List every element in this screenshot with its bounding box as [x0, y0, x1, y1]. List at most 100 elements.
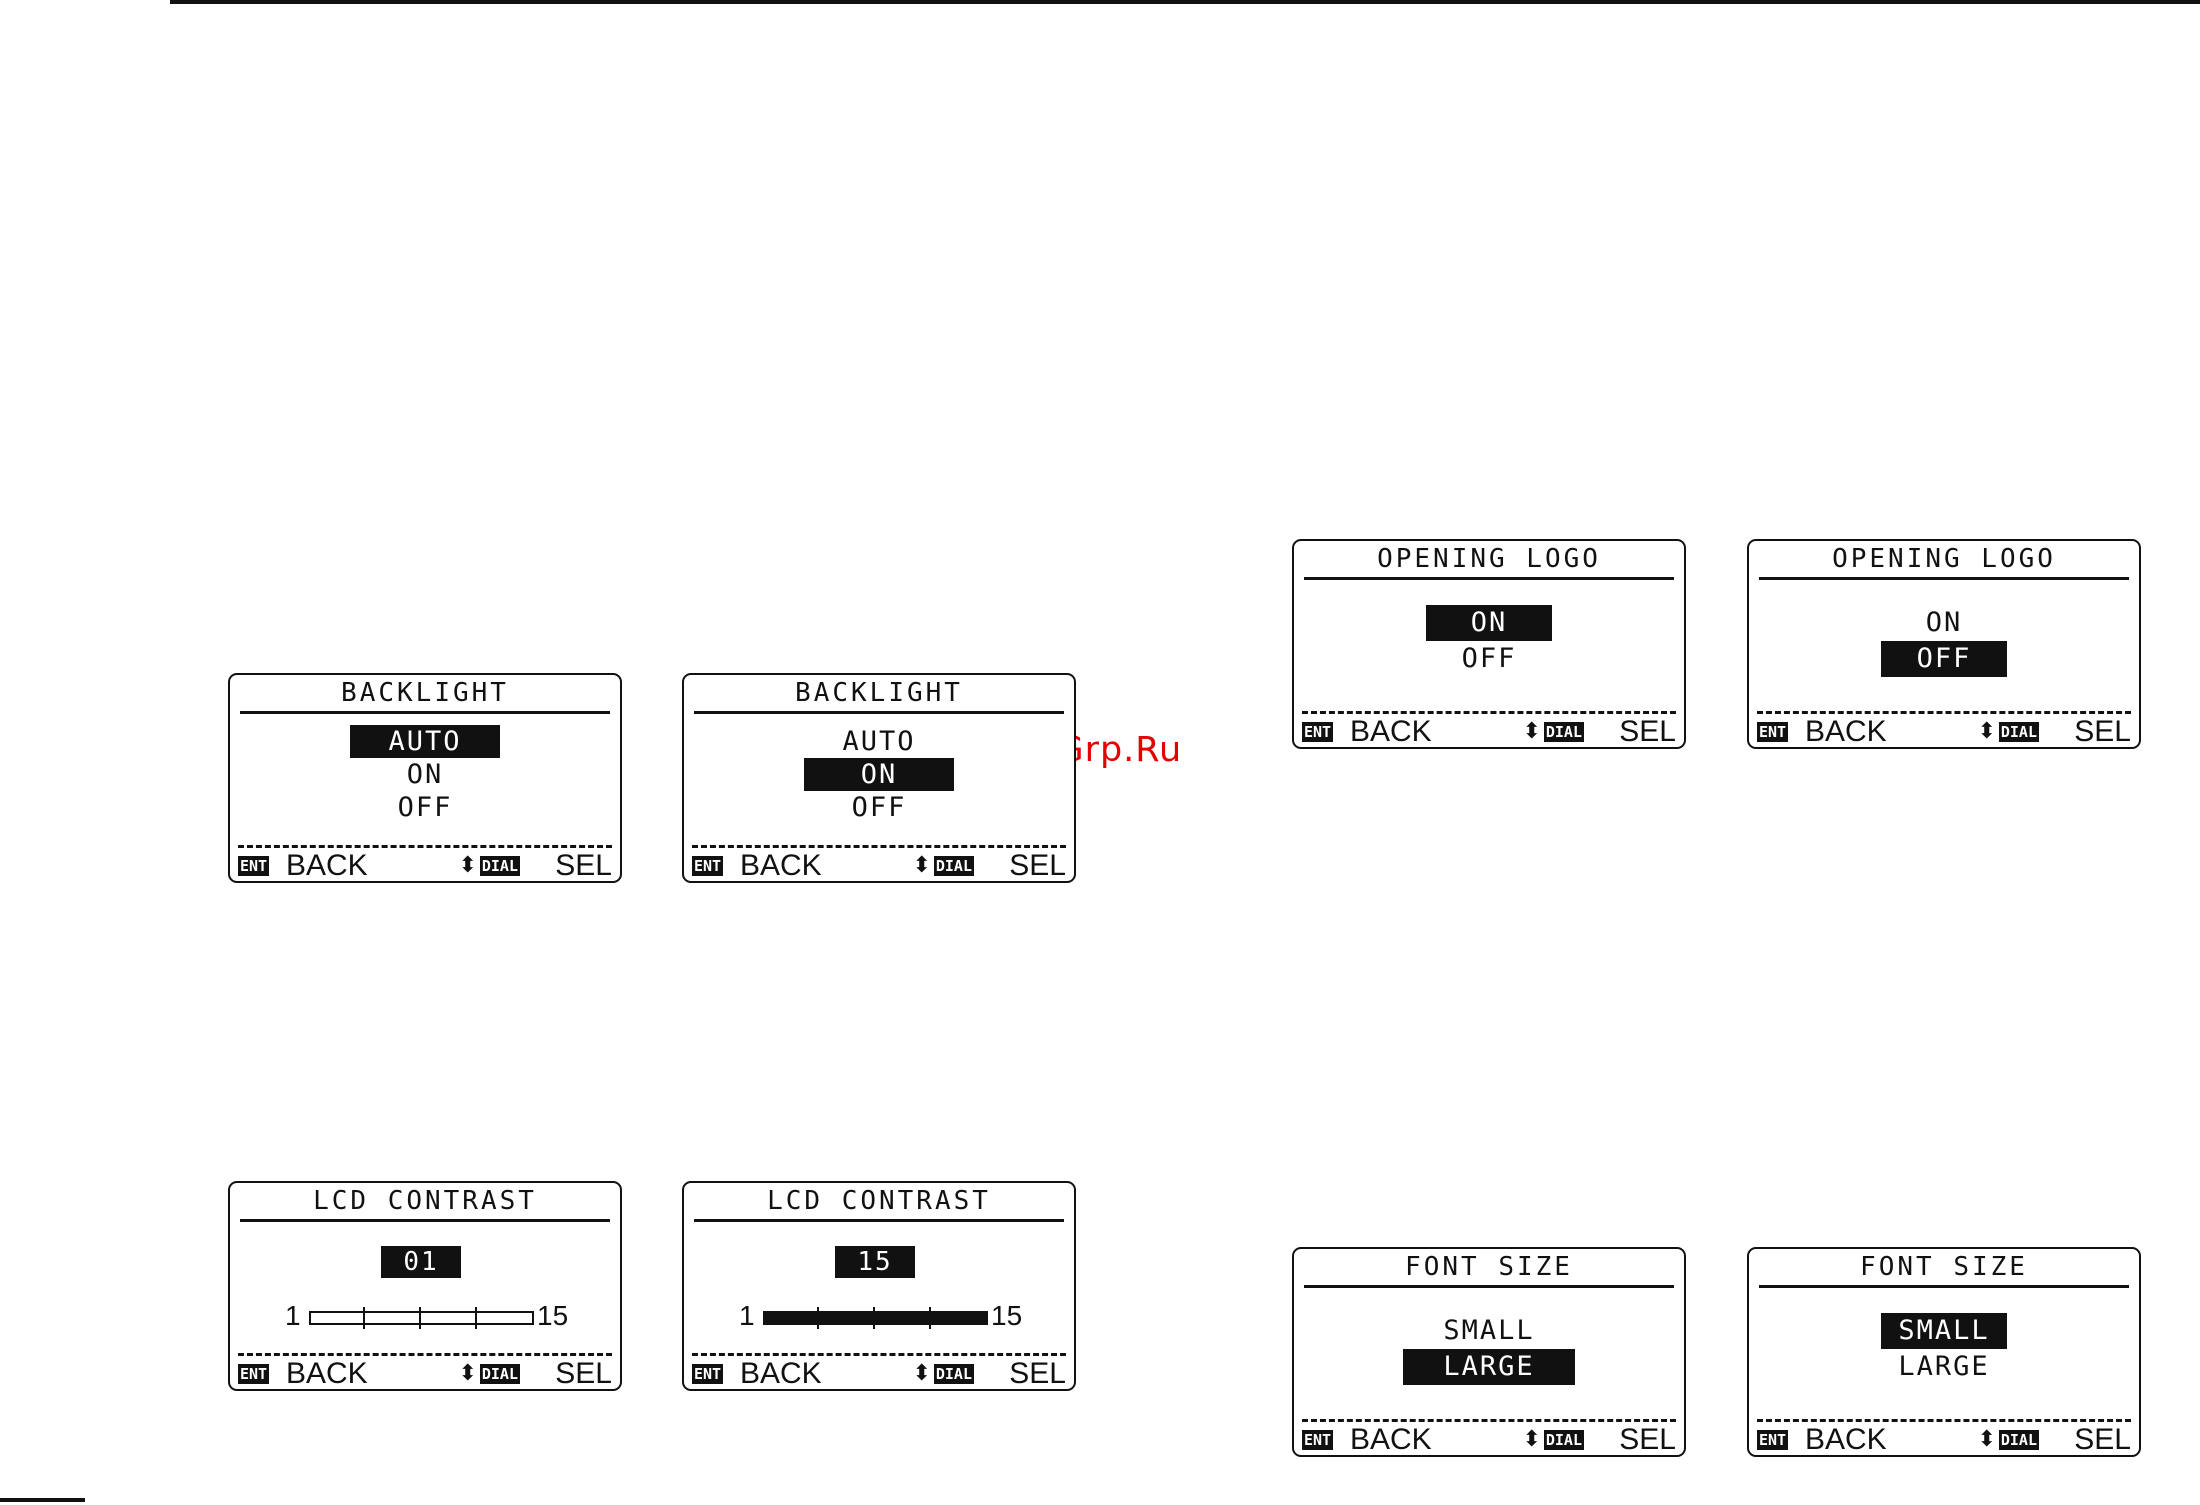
- page-corner-mark: [0, 1498, 85, 1502]
- bar-tick: [929, 1307, 931, 1329]
- contrast-min-screen: LCD CONTRAST 01 1 15 ENT BACK ⬍ DIAL SEL: [228, 1181, 622, 1391]
- contrast-max-screen: LCD CONTRAST 15 1 15 ENT BACK ⬍ DIAL SEL: [682, 1181, 1076, 1391]
- dial-key-icon: DIAL: [933, 856, 974, 876]
- scale-max-label: 15: [537, 1300, 569, 1331]
- dial-key-icon: DIAL: [1543, 722, 1584, 742]
- scale-min-label: 1: [285, 1300, 301, 1331]
- screen-title: FONT SIZE: [1759, 1249, 2129, 1288]
- ent-key-icon: ENT: [1757, 1430, 1789, 1450]
- screen-title: LCD CONTRAST: [694, 1183, 1064, 1222]
- back-softkey[interactable]: BACK: [1805, 1423, 1887, 1456]
- up-down-arrow-icon: ⬍: [1977, 1427, 1996, 1452]
- dial-key-icon: DIAL: [479, 1364, 520, 1384]
- up-down-arrow-icon: ⬍: [1522, 719, 1541, 744]
- select-softkey[interactable]: SEL: [555, 849, 612, 882]
- contrast-bar-fill: [765, 1313, 986, 1323]
- dial-key-icon: DIAL: [1543, 1430, 1584, 1450]
- top-rule: [170, 0, 2200, 4]
- softkey-footer: ENT BACK ⬍ DIAL SEL: [1757, 1419, 2131, 1458]
- select-softkey[interactable]: SEL: [1619, 715, 1676, 748]
- option-large[interactable]: LARGE: [1898, 1351, 1990, 1382]
- softkey-footer: ENT BACK ⬍ DIAL SEL: [1302, 711, 1676, 750]
- dial-key-icon: DIAL: [933, 1364, 974, 1384]
- select-softkey[interactable]: SEL: [2074, 1423, 2131, 1456]
- up-down-arrow-icon: ⬍: [458, 853, 477, 878]
- screen-title: OPENING LOGO: [1304, 541, 1674, 580]
- select-softkey[interactable]: SEL: [1009, 1357, 1066, 1390]
- back-softkey[interactable]: BACK: [286, 849, 368, 882]
- option-auto[interactable]: AUTO: [350, 725, 500, 758]
- ent-key-icon: ENT: [1302, 722, 1334, 742]
- softkey-footer: ENT BACK ⬍ DIAL SEL: [692, 845, 1066, 884]
- up-down-arrow-icon: ⬍: [912, 1361, 931, 1386]
- bar-tick: [873, 1307, 875, 1329]
- ent-key-icon: ENT: [1302, 1430, 1334, 1450]
- option-on[interactable]: ON: [1426, 605, 1552, 641]
- backlight-on-screen: BACKLIGHT AUTO ON OFF ENT BACK ⬍ DIAL SE…: [682, 673, 1076, 883]
- backlight-auto-screen: BACKLIGHT AUTO ON OFF ENT BACK ⬍ DIAL SE…: [228, 673, 622, 883]
- contrast-bar[interactable]: [309, 1307, 534, 1329]
- option-off[interactable]: OFF: [851, 792, 907, 823]
- option-small[interactable]: SMALL: [1443, 1315, 1535, 1346]
- option-off[interactable]: OFF: [397, 792, 453, 823]
- option-list: SMALL LARGE: [1294, 1313, 1684, 1385]
- bar-tick: [817, 1307, 819, 1329]
- ent-key-icon: ENT: [692, 1364, 724, 1384]
- logo-off-screen: OPENING LOGO ON OFF ENT BACK ⬍ DIAL SEL: [1747, 539, 2141, 749]
- back-softkey[interactable]: BACK: [740, 849, 822, 882]
- bar-tick: [475, 1307, 477, 1329]
- softkey-footer: ENT BACK ⬍ DIAL SEL: [1757, 711, 2131, 750]
- option-list: SMALL LARGE: [1749, 1313, 2139, 1385]
- softkey-footer: ENT BACK ⬍ DIAL SEL: [238, 1353, 612, 1392]
- ent-key-icon: ENT: [692, 856, 724, 876]
- ent-key-icon: ENT: [1757, 722, 1789, 742]
- contrast-value: 15: [835, 1246, 915, 1278]
- ent-key-icon: ENT: [238, 1364, 270, 1384]
- back-softkey[interactable]: BACK: [1350, 715, 1432, 748]
- option-off[interactable]: OFF: [1881, 641, 2007, 677]
- select-softkey[interactable]: SEL: [555, 1357, 612, 1390]
- up-down-arrow-icon: ⬍: [458, 1361, 477, 1386]
- up-down-arrow-icon: ⬍: [1522, 1427, 1541, 1452]
- softkey-footer: ENT BACK ⬍ DIAL SEL: [238, 845, 612, 884]
- select-softkey[interactable]: SEL: [2074, 715, 2131, 748]
- option-on[interactable]: ON: [1925, 607, 1963, 638]
- font-large-screen: FONT SIZE SMALL LARGE ENT BACK ⬍ DIAL SE…: [1292, 1247, 1686, 1457]
- option-list: ON OFF: [1749, 605, 2139, 677]
- screen-title: BACKLIGHT: [694, 675, 1064, 714]
- back-softkey[interactable]: BACK: [1805, 715, 1887, 748]
- option-large[interactable]: LARGE: [1403, 1349, 1575, 1385]
- option-auto[interactable]: AUTO: [842, 726, 916, 757]
- select-softkey[interactable]: SEL: [1619, 1423, 1676, 1456]
- contrast-scale: 1 15: [684, 1298, 1074, 1334]
- option-list: AUTO ON OFF: [230, 725, 620, 824]
- option-small[interactable]: SMALL: [1881, 1313, 2007, 1349]
- screen-title: FONT SIZE: [1304, 1249, 1674, 1288]
- option-off[interactable]: OFF: [1461, 643, 1517, 674]
- dial-key-icon: DIAL: [1998, 1430, 2039, 1450]
- option-on[interactable]: ON: [804, 758, 954, 791]
- back-softkey[interactable]: BACK: [740, 1357, 822, 1390]
- scale-max-label: 15: [991, 1300, 1023, 1331]
- font-small-screen: FONT SIZE SMALL LARGE ENT BACK ⬍ DIAL SE…: [1747, 1247, 2141, 1457]
- bar-tick: [419, 1307, 421, 1329]
- contrast-bar[interactable]: [763, 1307, 988, 1329]
- dial-key-icon: DIAL: [1998, 722, 2039, 742]
- screen-title: BACKLIGHT: [240, 675, 610, 714]
- option-on[interactable]: ON: [406, 759, 444, 790]
- option-list: AUTO ON OFF: [684, 725, 1074, 824]
- contrast-value: 01: [381, 1246, 461, 1278]
- up-down-arrow-icon: ⬍: [1977, 719, 1996, 744]
- screen-title: LCD CONTRAST: [240, 1183, 610, 1222]
- screen-title: OPENING LOGO: [1759, 541, 2129, 580]
- logo-on-screen: OPENING LOGO ON OFF ENT BACK ⬍ DIAL SEL: [1292, 539, 1686, 749]
- back-softkey[interactable]: BACK: [1350, 1423, 1432, 1456]
- softkey-footer: ENT BACK ⬍ DIAL SEL: [1302, 1419, 1676, 1458]
- back-softkey[interactable]: BACK: [286, 1357, 368, 1390]
- select-softkey[interactable]: SEL: [1009, 849, 1066, 882]
- option-list: ON OFF: [1294, 605, 1684, 677]
- contrast-scale: 1 15: [230, 1298, 620, 1334]
- softkey-footer: ENT BACK ⬍ DIAL SEL: [692, 1353, 1066, 1392]
- scale-min-label: 1: [739, 1300, 755, 1331]
- bar-tick: [363, 1307, 365, 1329]
